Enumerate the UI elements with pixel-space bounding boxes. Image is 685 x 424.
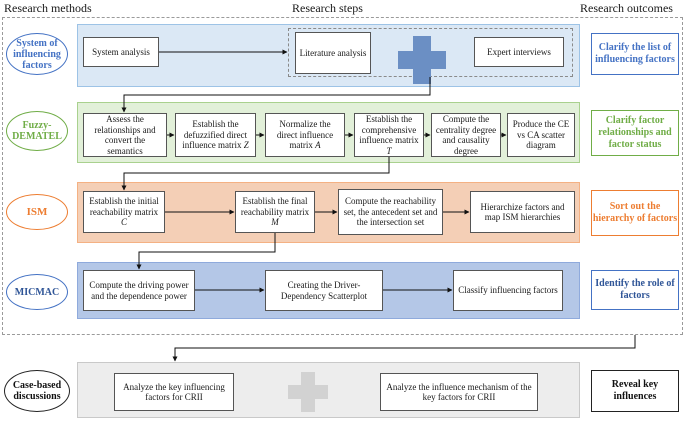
step-classify-factors: Classify influencing factors <box>453 270 563 311</box>
header-research-outcomes: Research outcomes <box>580 1 673 15</box>
plus-icon <box>288 372 328 412</box>
step-driving-dependence-power: Compute the driving power and the depend… <box>83 270 195 311</box>
header-research-methods: Research methods <box>4 1 92 15</box>
arrow <box>121 77 431 113</box>
method-case-based-discussions: Case-based discussions <box>4 370 70 412</box>
step-expert-interviews: Expert interviews <box>474 37 564 67</box>
method-fuzzy-dematel: Fuzzy-DEMATEL <box>6 111 68 151</box>
step-comprehensive-matrix: Establish the comprehensive influence ma… <box>354 113 424 157</box>
step-ce-ca-scatter: Produce the CE vs CA scatter diagram <box>507 113 575 157</box>
step-driver-dependency-scatterplot: Creating the Driver-Dependency Scatterpl… <box>265 270 383 311</box>
outer-dashed-frame <box>2 17 683 335</box>
var-a: A <box>315 140 321 151</box>
arrow <box>136 233 276 270</box>
outcome-clarify-list: Clarify the list of influencing factors <box>591 33 679 75</box>
plus-icon <box>398 36 446 84</box>
step-analyze-key-factors: Analyze the key influencing factors for … <box>114 373 234 411</box>
header-research-steps: Research steps <box>292 1 363 15</box>
step-analyze-influence-mechanism: Analyze the influence mechanism of the k… <box>380 373 538 411</box>
outcome-sort-hierarchy: Sort out the hierarchy of factors <box>591 190 679 236</box>
var-c: C <box>120 217 127 228</box>
outcome-clarify-relationships: Clarify factor relationships and factor … <box>591 110 679 156</box>
outcome-identify-role: Identify the role of factors <box>591 270 679 310</box>
step-system-analysis: System analysis <box>83 37 159 67</box>
arrow <box>121 157 390 191</box>
var-t: T <box>386 145 392 156</box>
step-centrality-causality: Compute the centrality degree and causal… <box>431 113 501 157</box>
method-micmac: MICMAC <box>6 274 68 310</box>
outcome-reveal-key-influences: Reveal key influences <box>591 370 679 412</box>
arrow <box>172 335 636 362</box>
step-literature-analysis: Literature analysis <box>295 32 371 74</box>
step-hierarchize-factors: Hierarchize factors and map ISM hierarch… <box>470 191 575 233</box>
step-normalize-matrix: Normalize the direct influence matrix A <box>265 113 345 157</box>
step-initial-reachability: Establish the initial reachability matri… <box>83 191 165 233</box>
step-final-reachability: Establish the final reachability matrix … <box>235 191 315 233</box>
var-z: Z <box>243 140 249 151</box>
step-reachability-sets: Compute the reachability set, the antece… <box>338 189 443 235</box>
step-assess-relationships: Assess the relationships and convert the… <box>83 113 167 157</box>
method-ism: ISM <box>6 194 68 230</box>
step-defuzzified-matrix: Establish the defuzzified direct influen… <box>175 113 256 157</box>
var-m: M <box>271 217 279 228</box>
method-system-of-influencing-factors: System of influencing factors <box>6 33 68 75</box>
